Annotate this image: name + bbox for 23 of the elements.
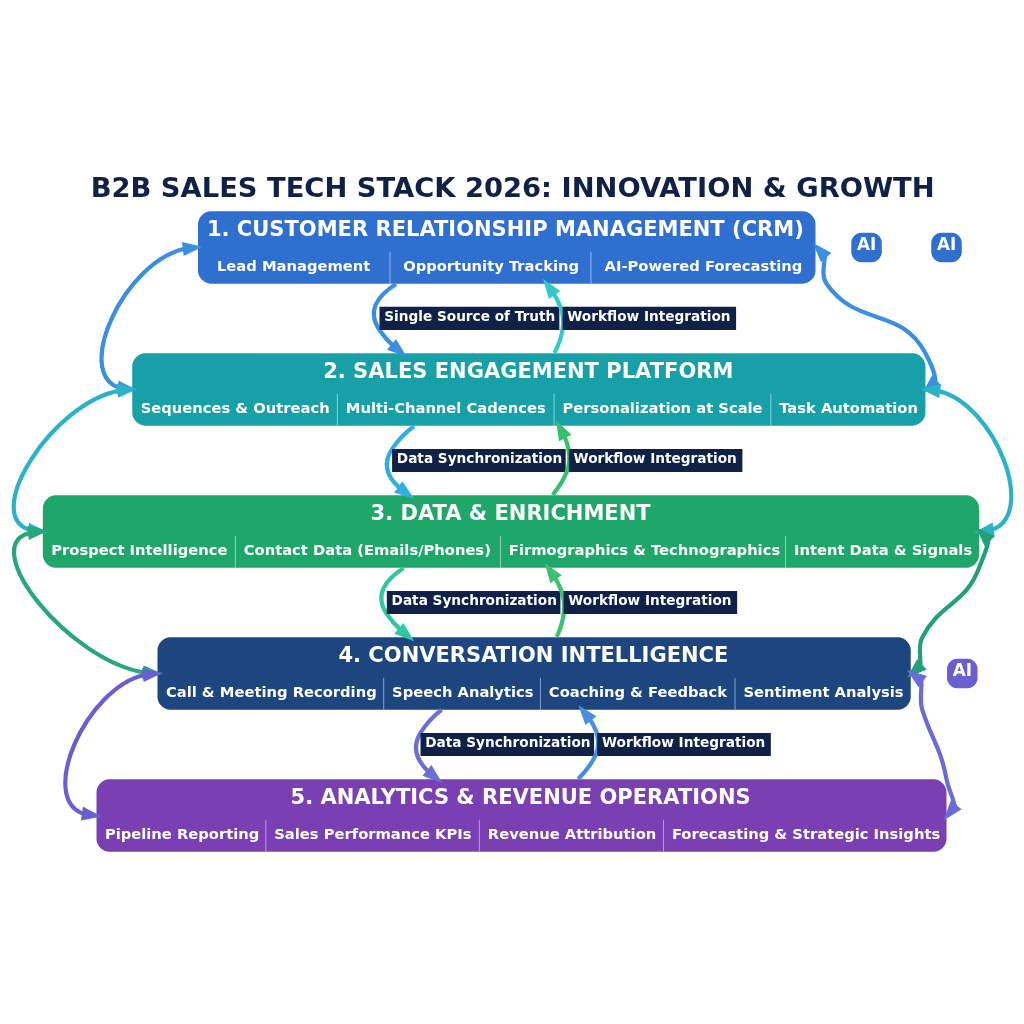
arrow [906,669,962,821]
edge-label: Workflow Integration [601,734,765,751]
edge-label: Workflow Integration [573,449,737,466]
arrow [384,424,415,499]
edge-label: Data Synchronization [424,734,591,751]
edge-label: Data Synchronization [396,449,562,466]
arrow [371,282,407,358]
arrow [576,704,600,781]
label: AI [952,660,972,681]
edge-label: Workflow Integration [567,592,732,608]
label: AI [936,234,956,255]
arrow [544,562,566,638]
edge-label: Data Synchronization [391,592,557,608]
label: AI [856,234,876,255]
arrow [906,526,995,678]
arrow [62,668,163,821]
edge-label: Single Source of Truth [383,307,555,324]
arrow [550,420,571,497]
diagram-title: B2B SALES TECH STACK 2026: INNOVATION & GROWTH [90,172,935,204]
edge-label: Workflow Integration [566,307,731,324]
arrow [542,278,565,354]
arrow [413,708,443,784]
arrow [378,566,414,642]
